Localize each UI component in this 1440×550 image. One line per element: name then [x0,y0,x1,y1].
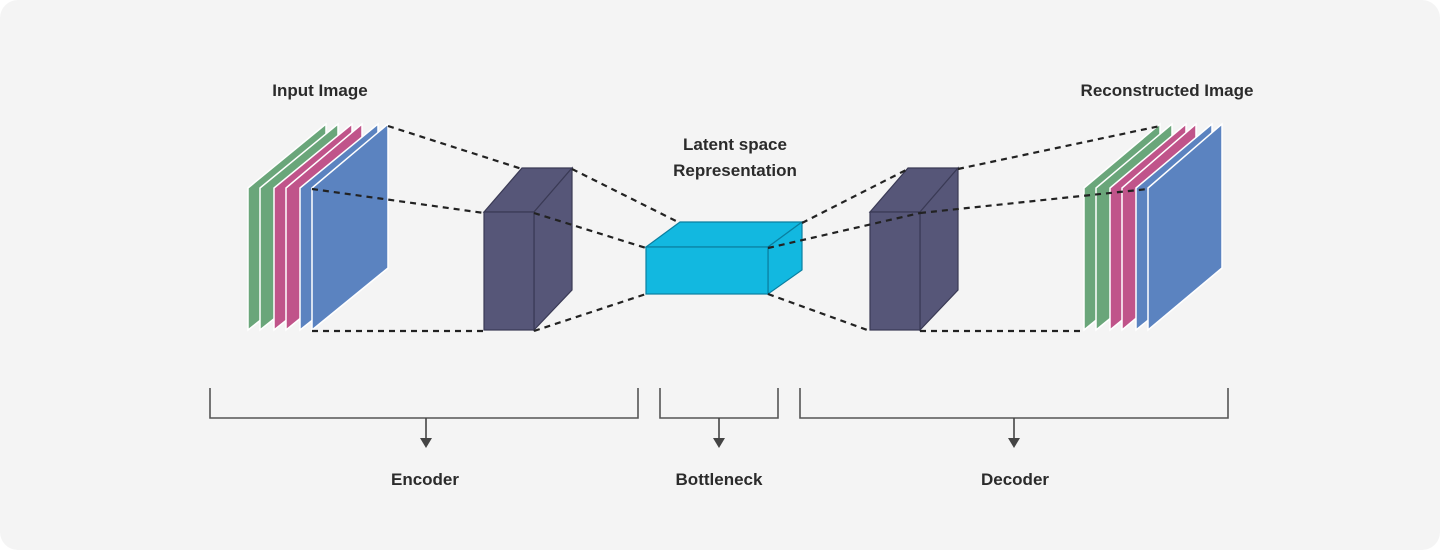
input-image-label: Input Image [272,81,367,100]
latent-label-line2: Representation [673,161,797,180]
decoder-bracket [799,388,1229,448]
bottleneck-bracket [659,388,779,448]
projection-lines [311,124,1161,333]
input-image-stack [247,122,389,332]
latent-label-line1: Latent space [683,135,787,154]
encoder-bracket [209,388,639,448]
encoder-block [482,166,574,332]
output-channel-blue-2 [1147,122,1223,332]
input-channel-blue-2 [311,122,389,332]
decoder-label: Decoder [981,470,1049,489]
reconstructed-image-label: Reconstructed Image [1081,81,1254,100]
reconstructed-image-stack [1083,122,1223,332]
decoder-block [868,166,960,332]
encoder-label: Encoder [391,470,459,489]
bottleneck-label: Bottleneck [676,470,763,489]
latent-block [644,220,804,296]
